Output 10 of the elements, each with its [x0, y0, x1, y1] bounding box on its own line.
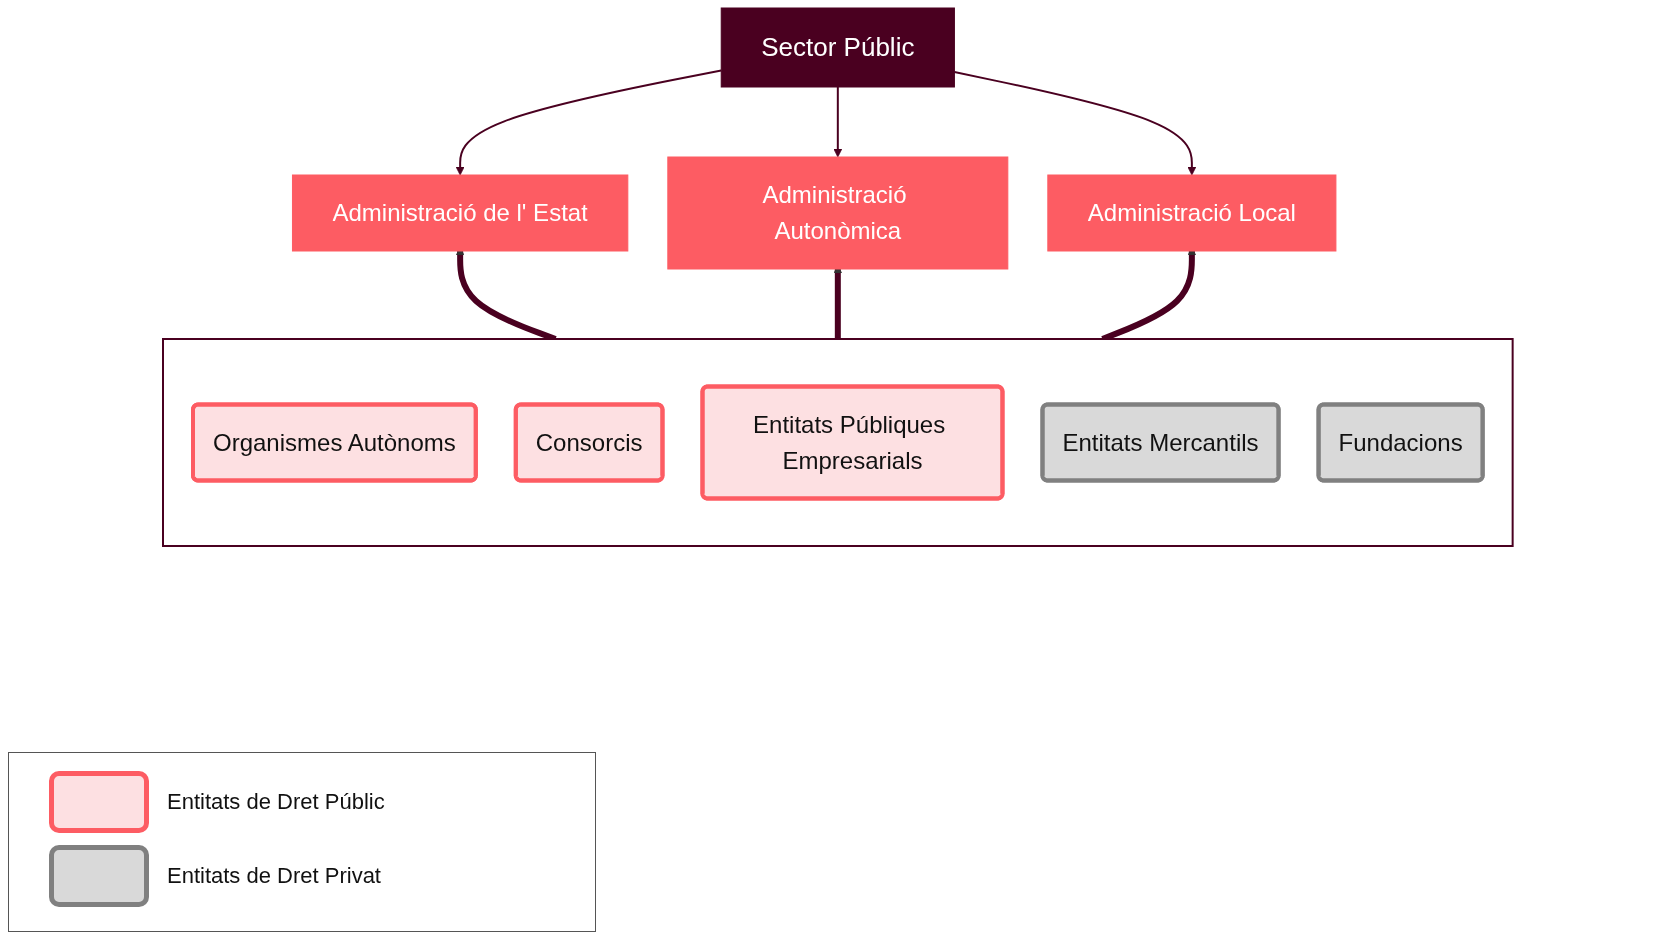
arrow — [833, 86, 843, 158]
node-box: Sector Públic — [720, 7, 956, 88]
legend-label: Entitats de Dret Públic — [167, 789, 385, 815]
legend-label: Entitats de Dret Privat — [167, 863, 381, 889]
arrow — [953, 71, 1197, 176]
node-box: Administració de l' Estat — [292, 174, 629, 252]
arrow — [455, 69, 723, 176]
node-box: Administració Autonòmica — [667, 156, 1009, 270]
cluster — [162, 338, 1514, 547]
node-box: Administració Local — [1047, 174, 1337, 252]
